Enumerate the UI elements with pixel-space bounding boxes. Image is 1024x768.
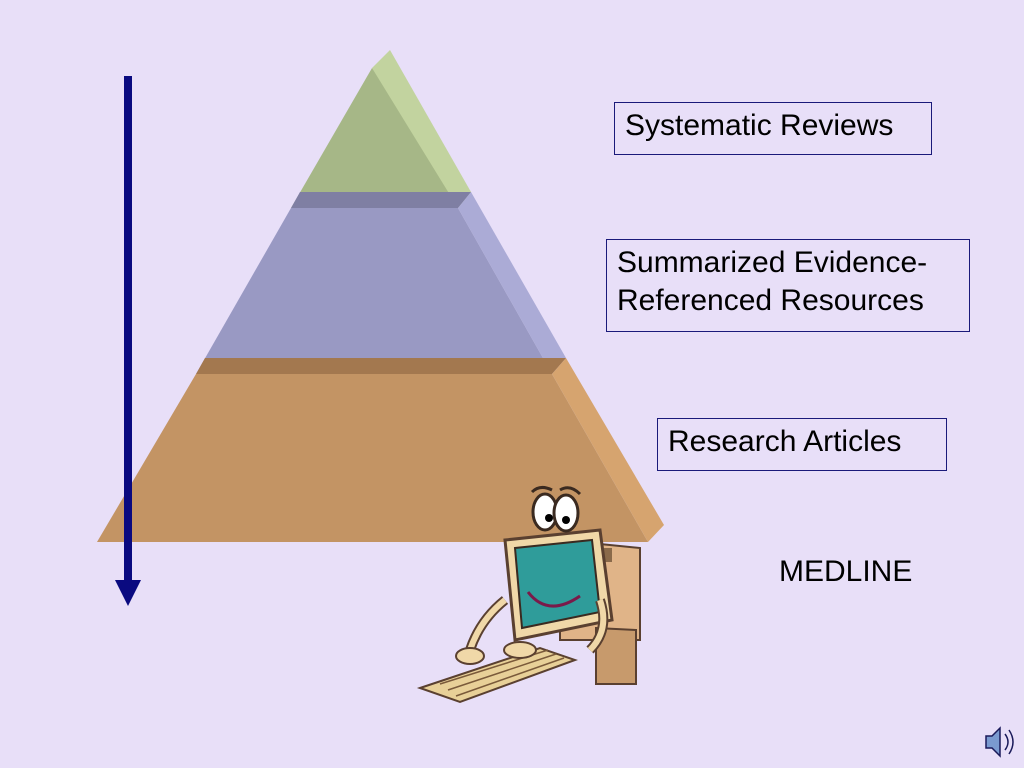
label-summarized-evidence: Summarized Evidence- Referenced Resource… bbox=[606, 239, 970, 332]
label-systematic-reviews: Systematic Reviews bbox=[614, 102, 932, 155]
computer-mascot-illustration bbox=[416, 485, 641, 704]
pyramid-tier-middle-side bbox=[458, 192, 566, 374]
label-research-articles: Research Articles bbox=[657, 418, 947, 471]
speaker-icon[interactable] bbox=[985, 726, 1014, 758]
pyramid-tier-top-band bbox=[291, 192, 471, 208]
pyramid-tier-bottom-side bbox=[552, 358, 664, 542]
pyramid-tier-middle-band bbox=[196, 358, 566, 374]
label-summarized-evidence-line1: Summarized Evidence- bbox=[617, 246, 928, 279]
label-summarized-evidence-line2: Referenced Resources bbox=[617, 284, 924, 317]
pyramid-tier-middle bbox=[196, 208, 552, 374]
pyramid-tier-top-side bbox=[372, 50, 471, 208]
pyramid-tier-bottom bbox=[97, 374, 648, 542]
pyramid-tier-top bbox=[291, 68, 471, 208]
down-arrow-icon bbox=[115, 76, 141, 606]
label-medline: MEDLINE bbox=[779, 555, 913, 588]
pyramid bbox=[97, 50, 664, 542]
